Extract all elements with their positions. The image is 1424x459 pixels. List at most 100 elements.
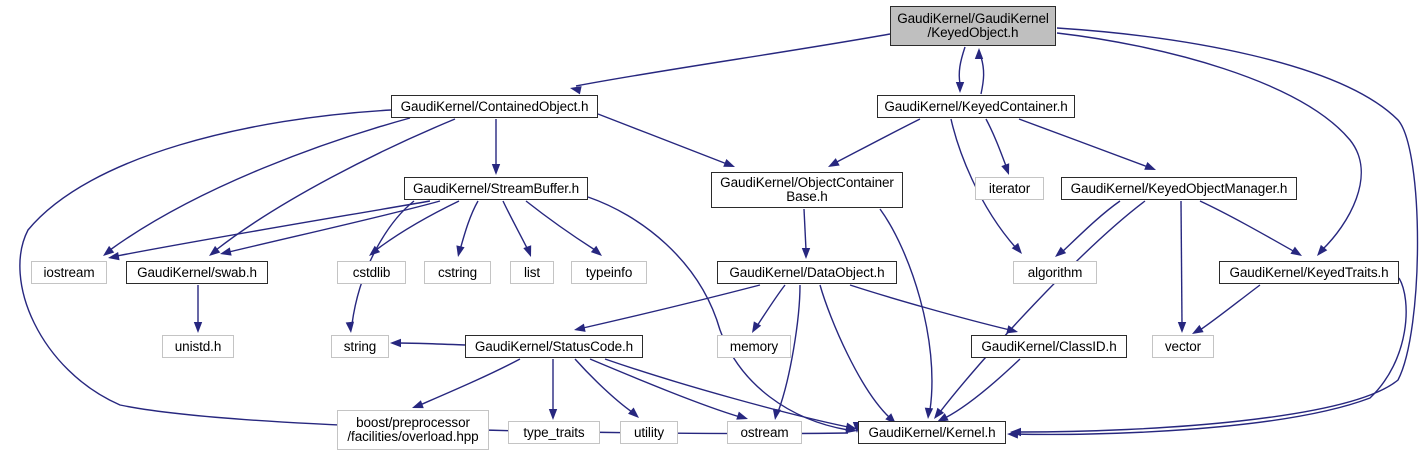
graph-node-label: ostream — [740, 424, 789, 440]
graph-node-label: GaudiKernel/ClassID.h — [981, 338, 1117, 354]
graph-edge-streambuffer-to-typeinfo — [525, 200, 596, 251]
graph-node-objectcontainerbase[interactable]: GaudiKernel/ObjectContainer Base.h — [711, 172, 903, 208]
graph-arrowhead — [574, 323, 586, 332]
graph-node-utility[interactable]: utility — [620, 421, 678, 444]
graph-edge-dataobject-to-classid — [849, 284, 1011, 331]
graph-node-keyedcontainer[interactable]: GaudiKernel/KeyedContainer.h — [877, 95, 1075, 118]
graph-arrowhead — [1001, 163, 1010, 175]
graph-node-label: GaudiKernel/KeyedContainer.h — [884, 98, 1068, 114]
graph-arrowhead — [193, 322, 203, 333]
graph-arrowhead — [1011, 242, 1022, 254]
graph-edge-keyedcontainer-to-keyedobjectmanager — [1018, 118, 1149, 168]
graph-arrowhead — [1290, 246, 1302, 256]
graph-edge-keyedcontainer-to-keyedobject — [980, 56, 985, 95]
graph-node-label: string — [343, 338, 377, 354]
graph-edge-containedobject-to-objectcontainerbase — [597, 113, 728, 165]
graph-arrowhead — [955, 82, 965, 93]
graph-arrowhead — [1177, 322, 1187, 333]
graph-edge-streambuffer-to-cstring — [459, 200, 479, 251]
graph-arrowhead — [108, 251, 120, 261]
graph-arrowhead — [523, 245, 532, 257]
graph-node-label: GaudiKernel/StatusCode.h — [474, 338, 634, 354]
graph-node-unistd[interactable]: unistd.h — [162, 335, 234, 358]
graph-arrowhead — [390, 338, 401, 348]
graph-edge-objectcontainerbase-to-dataobject — [803, 208, 807, 251]
graph-edge-keyedcontainer-to-iterator — [985, 118, 1007, 167]
graph-node-label: GaudiKernel/GaudiKernel /KeyedObject.h — [897, 11, 1049, 40]
graph-node-label: GaudiKernel/StreamBuffer.h — [413, 180, 579, 196]
graph-node-streambuffer[interactable]: GaudiKernel/StreamBuffer.h — [404, 177, 588, 200]
graph-edge-classid-to-kernel — [944, 358, 1021, 419]
graph-node-label: GaudiKernel/Kernel.h — [868, 424, 996, 440]
graph-edge-streambuffer-to-iostream — [116, 200, 431, 257]
graph-node-label: type_traits — [523, 424, 585, 440]
graph-edge-statuscode-to-ostream — [589, 358, 741, 418]
graph-arrowhead — [1007, 430, 1019, 439]
graph-edge-streambuffer-to-cstdlib — [375, 200, 460, 251]
graph-arrowhead — [845, 422, 857, 431]
graph-arrowhead — [1317, 244, 1328, 256]
graph-edge-streambuffer-to-kernel — [587, 196, 849, 431]
graph-node-typetraits[interactable]: type_traits — [508, 421, 600, 444]
graph-arrowhead — [772, 408, 782, 420]
graph-node-cstdlib[interactable]: cstdlib — [337, 261, 406, 284]
graph-node-cstring[interactable]: cstring — [424, 261, 491, 284]
graph-arrowhead — [209, 245, 221, 256]
graph-node-string[interactable]: string — [331, 335, 389, 358]
graph-node-containedobject[interactable]: GaudiKernel/ContainedObject.h — [391, 95, 598, 118]
graph-node-label: vector — [1164, 338, 1202, 354]
graph-node-dataobject[interactable]: GaudiKernel/DataObject.h — [717, 261, 897, 284]
graph-node-iterator[interactable]: iterator — [975, 177, 1044, 200]
graph-arrowhead — [456, 245, 465, 257]
graph-node-label: unistd.h — [174, 338, 222, 354]
graph-node-vector[interactable]: vector — [1152, 335, 1214, 358]
graph-node-label: utility — [633, 424, 665, 440]
graph-node-keyedtraits[interactable]: GaudiKernel/KeyedTraits.h — [1219, 261, 1399, 284]
graph-arrowhead — [570, 86, 582, 95]
graph-arrowhead — [974, 48, 984, 59]
graph-node-label: memory — [729, 338, 779, 354]
graph-node-label: GaudiKernel/ObjectContainer Base.h — [720, 175, 894, 204]
graph-edge-statuscode-to-utility — [574, 358, 633, 413]
graph-node-keyedobjectmanager[interactable]: GaudiKernel/KeyedObjectManager.h — [1061, 177, 1297, 200]
graph-arrowhead — [1055, 246, 1067, 257]
graph-node-label: iostream — [43, 264, 95, 280]
graph-node-label: GaudiKernel/swab.h — [137, 264, 257, 280]
graph-arrowhead — [845, 424, 857, 434]
graph-node-statuscode[interactable]: GaudiKernel/StatusCode.h — [465, 335, 643, 358]
graph-node-iostream[interactable]: iostream — [31, 261, 107, 284]
graph-node-list[interactable]: list — [510, 261, 554, 284]
graph-node-boostoverload[interactable]: boost/preprocessor /facilities/overload.… — [337, 410, 489, 450]
graph-arrowhead — [1144, 161, 1156, 170]
graph-node-swab[interactable]: GaudiKernel/swab.h — [126, 261, 268, 284]
graph-node-typeinfo[interactable]: typeinfo — [571, 261, 647, 284]
graph-arrowhead — [103, 245, 115, 256]
graph-arrowhead — [628, 407, 639, 418]
graph-arrowhead — [934, 407, 945, 419]
graph-edge-keyedcontainer-to-objectcontainerbase — [834, 118, 921, 164]
graph-node-memory[interactable]: memory — [717, 335, 791, 358]
graph-node-kernel[interactable]: GaudiKernel/Kernel.h — [858, 421, 1006, 444]
graph-edge-statuscode-to-kernel — [604, 358, 849, 428]
graph-edge-keyedobject-to-containedobject — [575, 33, 891, 87]
graph-node-label: iterator — [988, 180, 1031, 196]
graph-edge-containedobject-to-iostream — [109, 117, 411, 251]
graph-arrowhead — [723, 158, 735, 167]
graph-edge-objectcontainerbase-to-kernel — [879, 208, 933, 411]
graph-node-label: GaudiKernel/KeyedTraits.h — [1229, 264, 1389, 280]
graph-node-algorithm[interactable]: algorithm — [1013, 261, 1097, 284]
graph-arrowhead — [220, 247, 232, 256]
graph-node-label: GaudiKernel/ContainedObject.h — [400, 98, 589, 114]
graph-node-classid[interactable]: GaudiKernel/ClassID.h — [971, 335, 1127, 358]
graph-edge-streambuffer-to-list — [502, 200, 529, 251]
graph-edge-dataobject-to-kernel — [819, 284, 891, 419]
graph-node-ostream[interactable]: ostream — [727, 421, 802, 444]
graph-node-keyedobject[interactable]: GaudiKernel/GaudiKernel /KeyedObject.h — [890, 6, 1056, 46]
graph-edge-keyedobject-to-keyedtraits — [1056, 32, 1362, 251]
graph-node-label: boost/preprocessor /facilities/overload.… — [347, 415, 479, 444]
graph-node-label: typeinfo — [585, 264, 633, 280]
graph-edge-keyedtraits-to-vector — [1199, 284, 1261, 331]
graph-edge-streambuffer-to-swab — [228, 200, 441, 253]
